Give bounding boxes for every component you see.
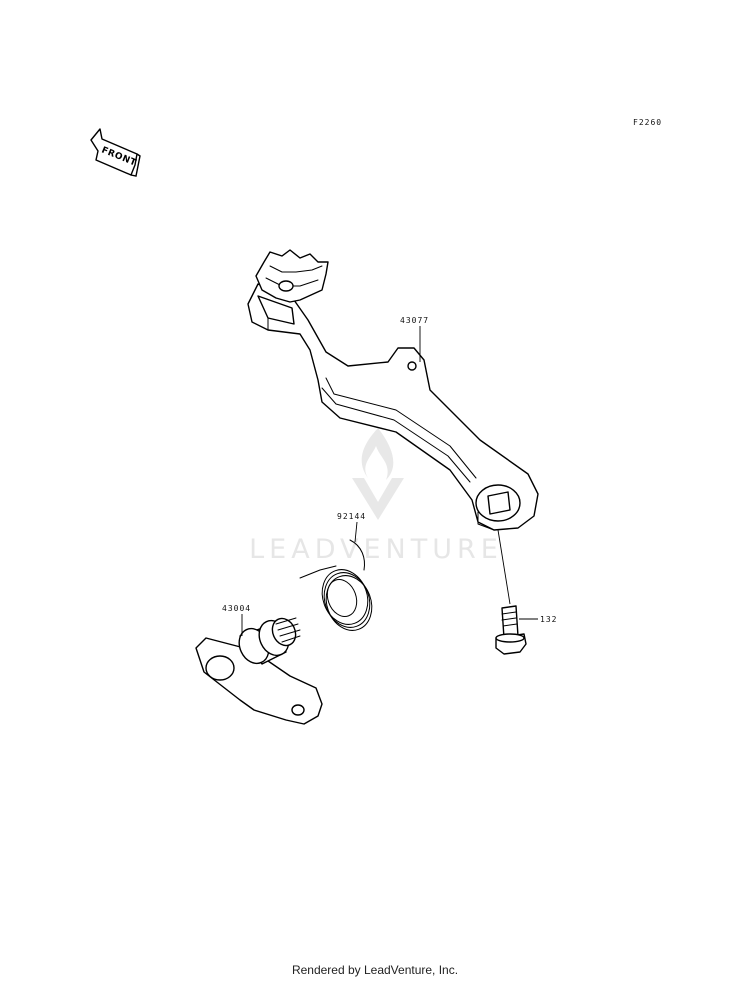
- pedal-pivot-shaft-illustration: [195, 617, 323, 725]
- part-number-43004: 43004: [222, 604, 251, 613]
- flange-bolt-illustration: [495, 605, 527, 655]
- footer-credit: Rendered by LeadVenture, Inc.: [291, 963, 459, 977]
- part-number-132: 132: [540, 615, 557, 624]
- part-number-92144: 92144: [337, 512, 366, 521]
- diagram-code: F2260: [633, 118, 662, 127]
- leader-line-92144: [354, 521, 358, 543]
- part-number-43077: 43077: [400, 316, 429, 325]
- leadventure-flame-logo: [352, 428, 404, 520]
- brake-pedal-illustration: [247, 249, 539, 531]
- watermark: LEADVENTURE: [249, 428, 503, 565]
- watermark-text: LEADVENTURE: [249, 534, 503, 565]
- front-arrow-icon: FRONT: [90, 128, 141, 177]
- torsion-spring-illustration: [299, 539, 373, 631]
- bolt-alignment-line: [497, 529, 511, 605]
